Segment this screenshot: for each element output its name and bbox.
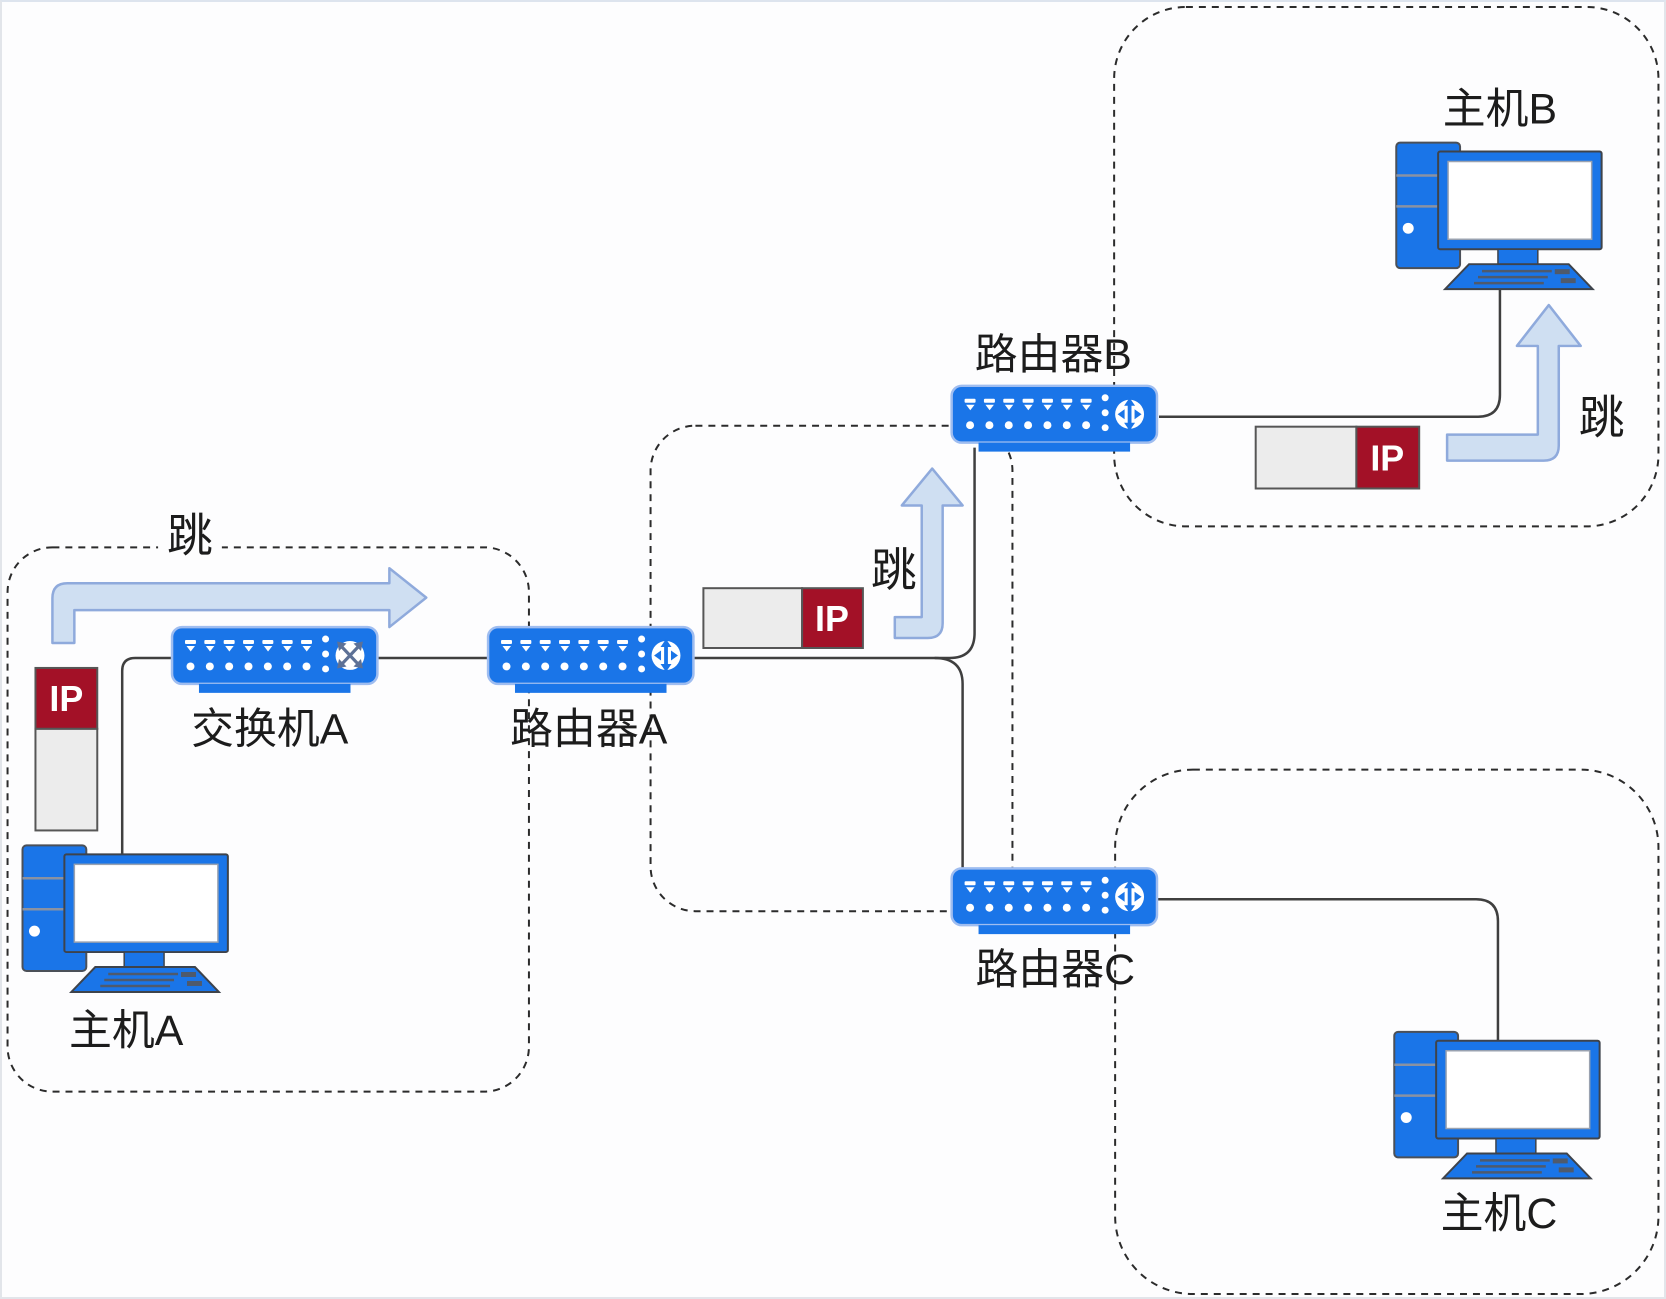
hop-arrow-lan-a xyxy=(51,567,428,645)
zone-lan-b-boundary xyxy=(1113,5,1660,528)
host-c-label: 主机C xyxy=(1441,1190,1558,1238)
host-c-icon xyxy=(1393,1030,1601,1180)
hop-arrow-backbone xyxy=(893,467,964,640)
wire-router-c-host-c xyxy=(1156,897,1500,1047)
host-b-label: 主机B xyxy=(1443,86,1557,134)
wire-host-a-switch-a xyxy=(120,656,174,862)
switch-a-label: 交换机A xyxy=(191,706,349,754)
host-b-icon xyxy=(1395,141,1603,291)
wire-router-a-router-c xyxy=(934,656,964,872)
wire-router-b-host-b xyxy=(1158,266,1502,418)
router-b-label: 路由器B xyxy=(975,331,1132,379)
zone-lan-a-boundary xyxy=(6,546,530,1093)
router-c-label: 路由器C xyxy=(976,946,1136,994)
hop-label-backbone: 跳 xyxy=(871,544,917,596)
zone-lan-c-boundary xyxy=(1114,768,1660,1296)
router-b-icon xyxy=(952,386,1157,452)
hop-label-lan-a: 跳 xyxy=(167,509,213,561)
hop-label-backing xyxy=(158,502,222,565)
ip-tag-backbone: IP xyxy=(702,587,864,650)
ip-tag-lan-a: IP xyxy=(34,666,99,832)
hop-label-lan-b: 跳 xyxy=(1579,392,1625,444)
ip-tag-backbone-text: IP xyxy=(815,599,849,639)
switch-a-icon xyxy=(172,627,377,693)
ip-tag-lan-a-text: IP xyxy=(49,679,83,719)
host-a-label: 主机A xyxy=(69,1007,184,1055)
router-c-icon xyxy=(952,868,1157,934)
hop-arrow-lan-b xyxy=(1445,303,1582,462)
router-a-label: 路由器A xyxy=(510,706,668,754)
wire-router-a-router-b xyxy=(693,447,976,660)
ip-tag-lan-b-text: IP xyxy=(1370,439,1404,479)
ip-tag-lan-b: IP xyxy=(1254,425,1421,490)
host-a-icon xyxy=(21,844,230,994)
router-a-icon xyxy=(488,627,693,693)
